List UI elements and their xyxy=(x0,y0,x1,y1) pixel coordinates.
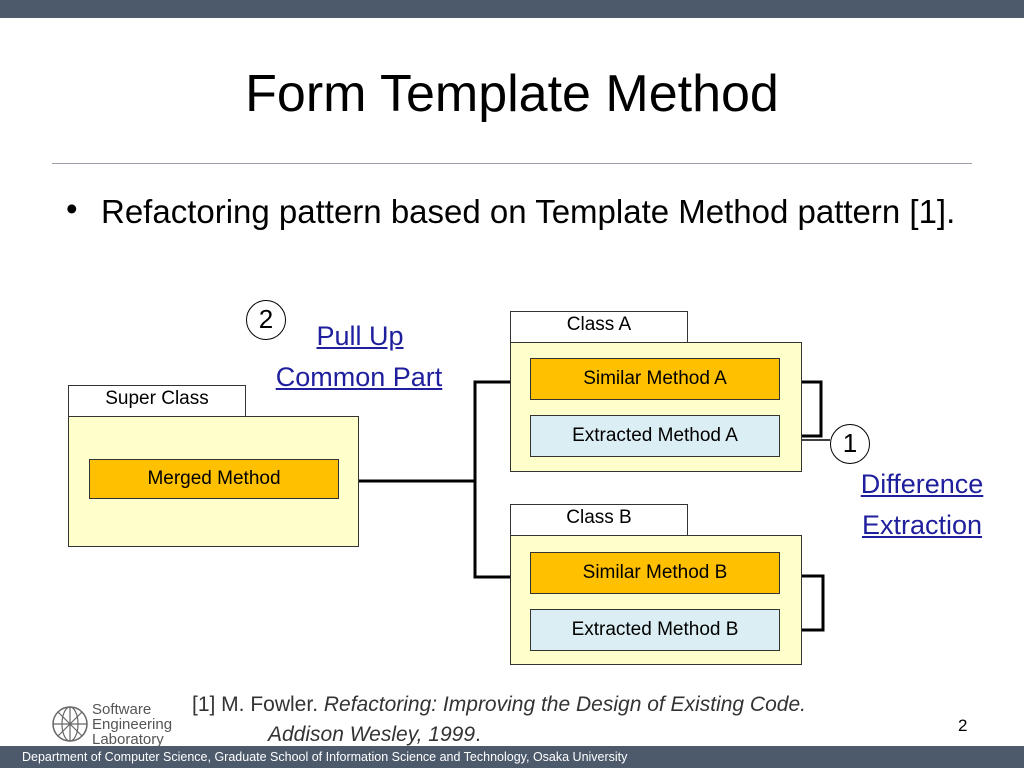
logo-line-3: Laboratory xyxy=(92,731,164,748)
reference-publisher: Addison Wesley, 1999 xyxy=(268,723,476,746)
logo-line-1: Software xyxy=(92,701,152,718)
pull-up-link-line2[interactable]: Common Part xyxy=(275,362,443,392)
difference-extraction-link-line1[interactable]: Difference xyxy=(860,469,984,499)
bullet-marker: • xyxy=(66,190,78,227)
top-bar xyxy=(0,0,1024,18)
similar-method-b-box: Similar Method B xyxy=(530,552,780,594)
extraction-connector-b xyxy=(781,574,825,630)
merged-method-box: Merged Method xyxy=(89,459,339,499)
class-b-tab: Class B xyxy=(510,504,688,536)
extracted-method-a-box: Extracted Method A xyxy=(530,415,780,457)
footer-text: Department of Computer Science, Graduate… xyxy=(22,750,628,764)
reference-prefix: [1] M. Fowler. xyxy=(192,693,324,716)
logo-line-2: Engineering xyxy=(92,716,173,733)
software-engineering-lab-logo xyxy=(52,706,88,742)
globe-grid-icon xyxy=(52,706,88,742)
slide-title: Form Template Method xyxy=(245,65,779,123)
logo-text: Software Engineering Laboratory xyxy=(92,702,172,747)
bullet-text: Refactoring pattern based on Template Me… xyxy=(101,193,956,230)
reference-title: Refactoring: Improving the Design of Exi… xyxy=(323,693,806,716)
pull-up-connector xyxy=(344,380,528,579)
reference-line-2: Addison Wesley, 1999. xyxy=(268,720,481,750)
super-class-tab: Super Class xyxy=(68,385,246,417)
step-2-circle: 2 xyxy=(246,300,286,340)
extracted-method-b-box: Extracted Method B xyxy=(530,609,780,651)
page-number: 2 xyxy=(958,716,968,735)
footer-bar: Department of Computer Science, Graduate… xyxy=(0,746,1024,768)
reference-suffix: . xyxy=(475,723,481,746)
similar-method-a-box: Similar Method A xyxy=(530,358,780,400)
difference-extraction-link-line2[interactable]: Extraction xyxy=(861,510,983,540)
step-1-circle: 1 xyxy=(830,424,870,464)
pull-up-link-line1[interactable]: Pull Up xyxy=(316,321,404,351)
class-a-tab: Class A xyxy=(510,311,688,343)
reference-line-1: [1] M. Fowler. Refactoring: Improving th… xyxy=(192,690,806,720)
title-divider xyxy=(52,163,972,164)
